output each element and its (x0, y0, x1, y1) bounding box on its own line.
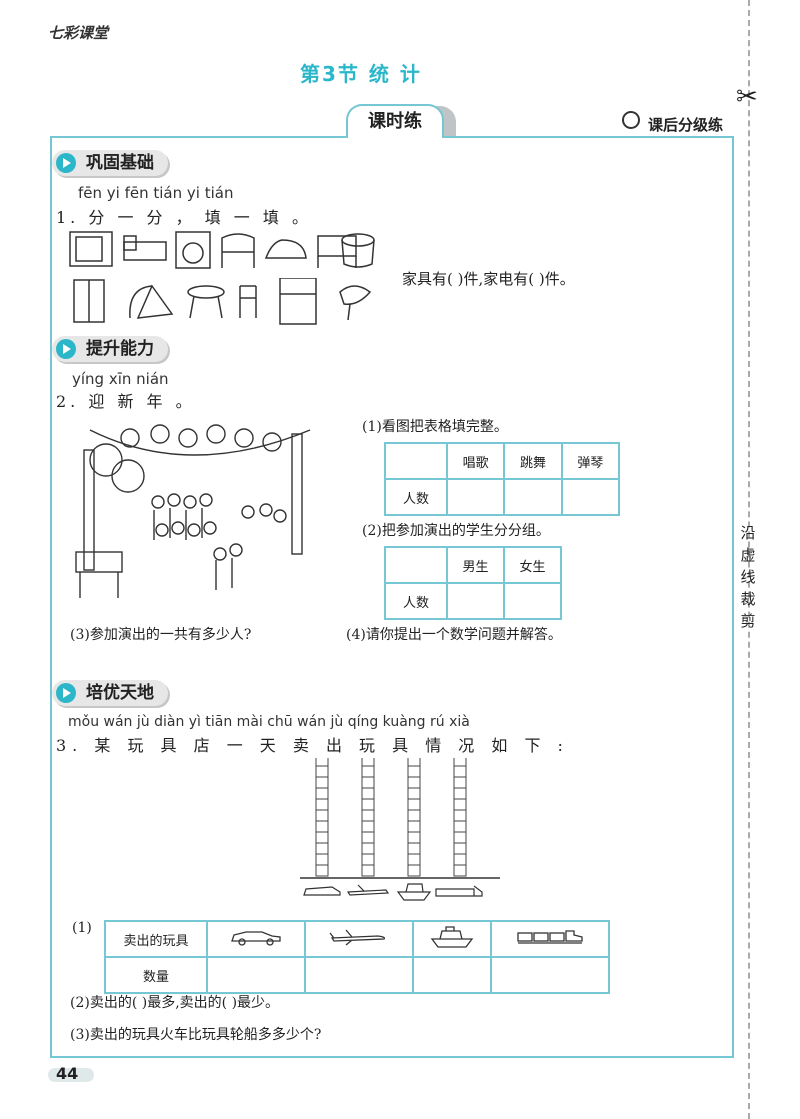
q3-table: 卖出的玩具 数量 (104, 920, 610, 994)
lesson-tab: 课时练 (346, 104, 444, 138)
page-title: 第3节 统 计 (300, 62, 422, 86)
vacuum-icon (129, 284, 174, 319)
table2-cell-girls[interactable] (503, 582, 562, 620)
q2-table2: 男生 女生 人数 (384, 546, 562, 620)
q3-title: 3. 某 玩 具 店 一 天 卖 出 玩 具 情 况 如 下 : (56, 736, 569, 755)
performance-svg (75, 424, 311, 598)
grade-label: 课后分级练 (648, 116, 724, 134)
q2-sub4: (4)请你提出一个数学问题并解答。 (346, 627, 562, 643)
q3-pinyin: mǒu wán jù diàn yì tiān mài chū wán jù q… (68, 714, 470, 730)
table1-row-label: 人数 (384, 478, 448, 516)
table2-header-boys: 男生 (446, 546, 505, 584)
clock-icon (622, 111, 640, 129)
q3-count-ship[interactable] (411, 956, 493, 994)
table1-corner (384, 442, 448, 480)
car-icon (303, 886, 341, 896)
q3-row1-label: 卖出的玩具 (104, 920, 208, 958)
q2-sub3: (3)参加演出的一共有多少人? (70, 627, 252, 643)
table1-header-piano: 弹琴 (560, 442, 621, 480)
q3-count-plane[interactable] (304, 956, 414, 994)
q3-toy-ship (411, 920, 493, 958)
section-advanced-heading: 培优天地 (52, 680, 168, 706)
new-year-performance-illustration (70, 420, 332, 604)
q3-toy-train (490, 920, 610, 958)
brand-logo: 七彩课堂 (48, 24, 109, 42)
tv-icon (69, 231, 113, 267)
fridge-icon (279, 277, 317, 325)
chart-bar-train (453, 754, 467, 877)
section-basic-heading: 巩固基础 (52, 150, 168, 176)
table1-cell-piano[interactable] (560, 478, 621, 516)
q3-row2-label: 数量 (104, 956, 208, 994)
plane-icon (329, 929, 385, 946)
train-icon (435, 885, 483, 897)
play-icon (56, 683, 76, 703)
section-improve-label: 提升能力 (86, 339, 154, 359)
q2-pinyin: yíng xīn nián (72, 370, 169, 388)
table2-row-label: 人数 (384, 582, 448, 620)
q3-toy-plane (304, 920, 414, 958)
bed-icon (123, 241, 167, 261)
q1-row2-svg (73, 277, 372, 325)
hairdryer-icon (339, 285, 372, 321)
q3-count-car[interactable] (205, 956, 307, 994)
train-icon (517, 930, 583, 944)
table1-cell-sing[interactable] (445, 478, 506, 516)
q1-items-row2 (68, 277, 388, 326)
table2-cell-boys[interactable] (446, 582, 505, 620)
plane-icon (346, 884, 390, 896)
q1-row1-svg (69, 231, 357, 269)
rice-cooker-icon (338, 230, 380, 272)
car-icon (231, 931, 281, 946)
page-number-bg (48, 1068, 94, 1082)
chart-bar-ship (407, 743, 421, 877)
table2-corner (384, 546, 448, 584)
section-improve-heading: 提升能力 (52, 336, 168, 362)
q1-answer-line: 家具有( )件,家电有( )件。 (402, 270, 575, 288)
q1-items-row1 (68, 228, 378, 272)
chart-bar-car (315, 754, 329, 877)
chart-bar-plane (361, 754, 375, 877)
section-basic-label: 巩固基础 (86, 153, 154, 173)
table2-header-girls: 女生 (503, 546, 562, 584)
table1-cell-dance[interactable] (503, 478, 563, 516)
q2-title: 2. 迎 新 年 。 (56, 392, 196, 411)
washer-icon (175, 231, 211, 269)
q1-pinyin: fēn yi fēn tián yi tián (78, 184, 234, 202)
round-table-icon (187, 285, 225, 299)
q3-count-train[interactable] (490, 956, 610, 994)
cut-line (748, 0, 750, 1119)
chart-svg (300, 743, 500, 901)
wood-chair-icon (239, 285, 257, 318)
ship-icon (396, 883, 432, 901)
q2-table1: 唱歌 跳舞 弹琴 人数 (384, 442, 621, 516)
q3-sub3: (3)卖出的玩具火车比玩具轮船多多少个? (70, 1027, 322, 1043)
iron-icon (264, 239, 307, 259)
toy-sales-chart (300, 743, 500, 908)
q2-sub2: (2)把参加演出的学生分分组。 (362, 523, 550, 539)
q3-sub2: (2)卖出的( )最多,卖出的( )最少。 (70, 995, 280, 1011)
ship-icon (430, 926, 474, 948)
play-icon (56, 153, 76, 173)
page-number: 44 (56, 1064, 79, 1083)
q2-sub1: (1)看图把表格填完整。 (362, 419, 508, 435)
play-icon (56, 339, 76, 359)
table1-header-sing: 唱歌 (445, 442, 506, 480)
q3-table-label: (1) (72, 920, 92, 936)
cut-instruction: 沿虚线裁剪 (740, 524, 756, 630)
chair-icon (221, 233, 255, 268)
table1-header-dance: 跳舞 (503, 442, 563, 480)
section-advanced-label: 培优天地 (86, 683, 154, 703)
scissors-icon: ✂ (736, 82, 758, 112)
q3-toy-car (205, 920, 307, 958)
q1-title: 1. 分 一 分 ， 填 一 填 。 (56, 208, 312, 227)
